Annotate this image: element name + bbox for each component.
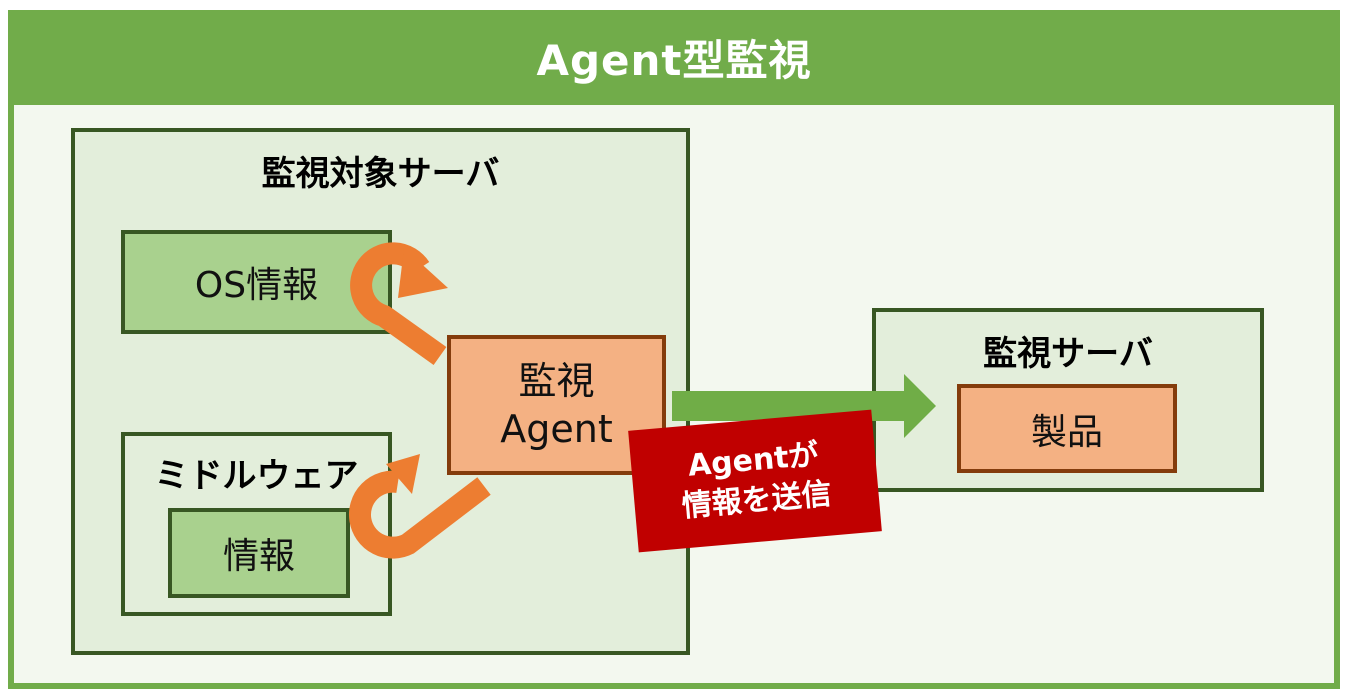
os-info-box: OS情報 <box>121 230 392 334</box>
agent-sends-info-badge: Agentが 情報を送信 <box>628 409 882 553</box>
diagram-title: Agent型監視 <box>536 36 812 85</box>
middleware-to-agent-curved-arrow <box>349 454 491 559</box>
product-box: 製品 <box>957 384 1177 473</box>
os-info-label: OS情報 <box>194 265 319 306</box>
os-to-agent-curved-arrow <box>350 242 448 365</box>
middleware-info-label: 情報 <box>222 536 295 577</box>
agent-label-line1: 監視 <box>518 359 595 403</box>
product-label: 製品 <box>1030 411 1103 453</box>
agent-label-line2: Agent <box>500 407 613 451</box>
middleware-title: ミドルウェア <box>154 456 359 496</box>
target-server-title: 監視対象サーバ <box>261 154 500 194</box>
middleware-info-box: 情報 <box>168 508 350 598</box>
monitor-server-title: 監視サーバ <box>983 334 1153 374</box>
